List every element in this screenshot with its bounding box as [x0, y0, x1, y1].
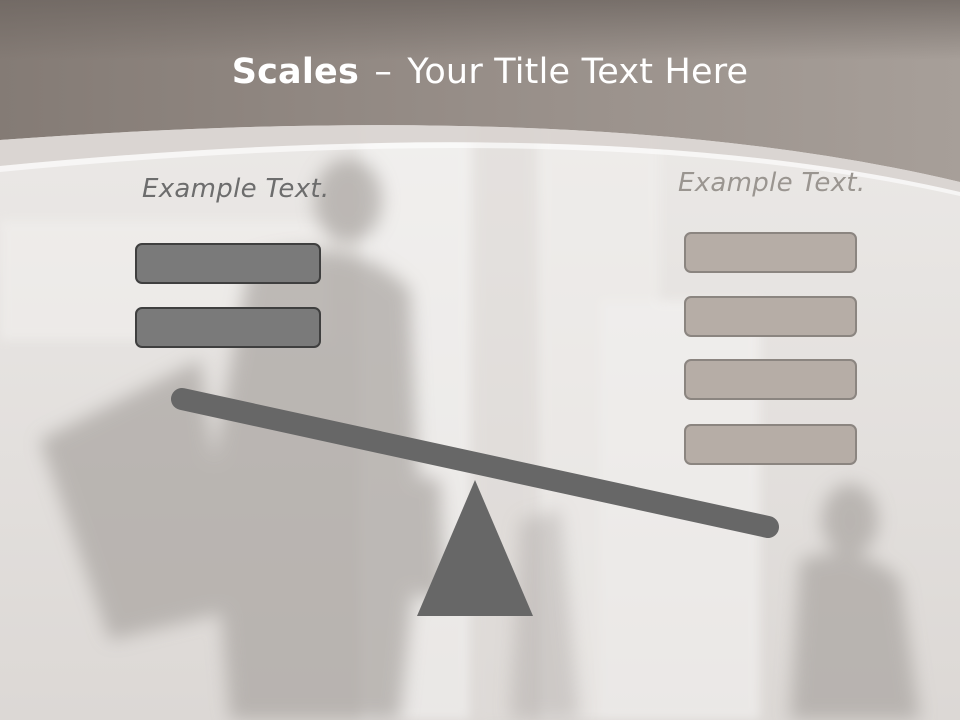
scale-beam: [171, 388, 779, 538]
right-weight-box-3: [684, 359, 857, 400]
right-caption: Example Text.: [678, 168, 866, 198]
title-rest-text: Your Title Text Here: [407, 52, 749, 92]
left-weight-box-2: [135, 307, 321, 348]
slide-title: Scales – Your Title Text Here: [0, 52, 960, 92]
right-weight-box-2: [684, 296, 857, 337]
title-separator: –: [374, 52, 393, 92]
title-bold-text: Scales: [231, 52, 360, 92]
left-weight-box-1: [135, 243, 321, 284]
left-caption: Example Text.: [142, 174, 330, 204]
right-weight-box-4: [684, 424, 857, 465]
right-weight-box-1: [684, 232, 857, 273]
scale-fulcrum: [417, 480, 533, 616]
